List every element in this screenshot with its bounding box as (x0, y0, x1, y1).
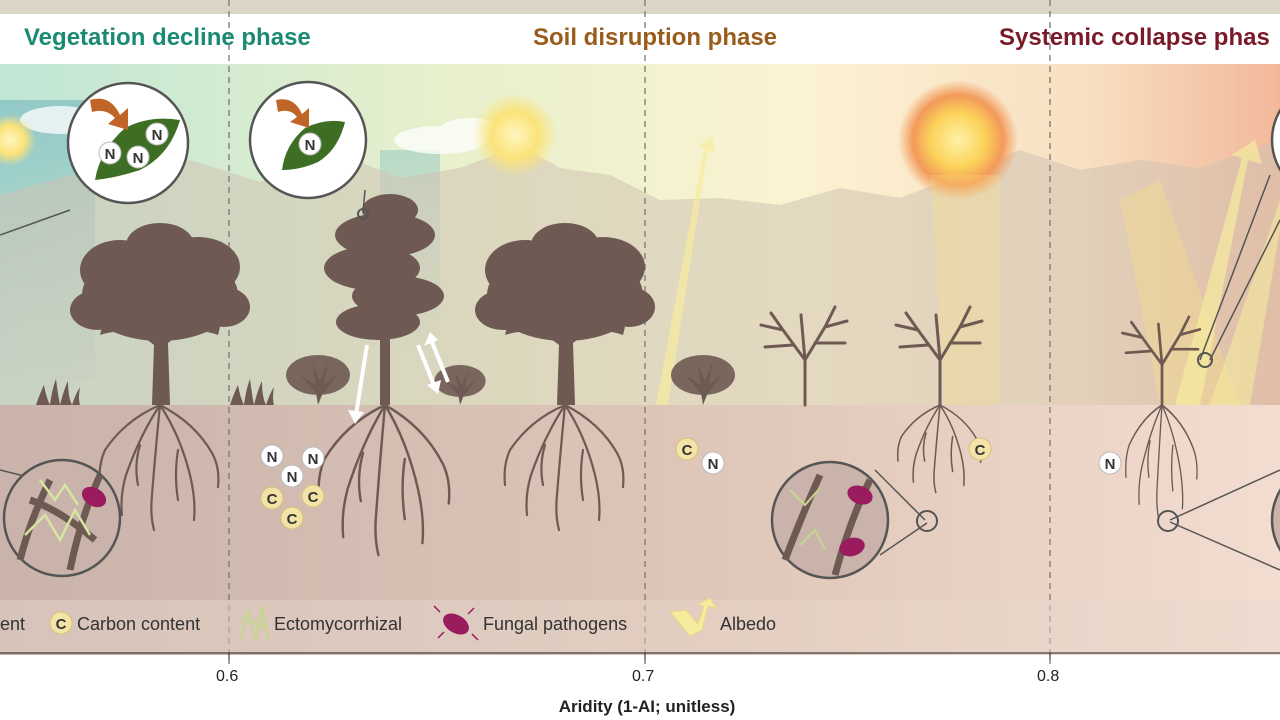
carbon-symbol: C (308, 489, 319, 506)
mycorrhizal-icon (789, 487, 826, 551)
albedo-icon (669, 597, 718, 637)
soil-zoom-circle (0, 458, 122, 578)
legend: ent Carbon content Ectomycorrhizal Funga… (0, 606, 1280, 642)
nitrogen-symbol: N (305, 137, 316, 154)
legend-pathogens-label: Fungal pathogens (483, 614, 628, 634)
phase-divider (228, 0, 1051, 664)
nitrogen-badge: N (126, 145, 150, 169)
nitrogen-badge: N (280, 464, 304, 488)
tick-label: 0.7 (632, 668, 655, 685)
water-flux-arrow (348, 332, 450, 424)
legend-carbon-label: Carbon content (77, 614, 201, 634)
nitrogen-symbol: N (152, 127, 163, 144)
nitrogen-symbol: N (133, 150, 144, 167)
nitrogen-symbol: N (105, 146, 116, 163)
nitrogen-symbol: N (287, 469, 298, 486)
arrow-icon (276, 99, 309, 128)
carbon-badge: C (675, 437, 699, 461)
albedo-arrow (656, 136, 1280, 405)
pathogen-icon (847, 485, 873, 505)
nitrogen-badge: N (98, 141, 122, 165)
pathogen-icon (81, 486, 107, 508)
zoom-circle-partial (1197, 108, 1280, 368)
carbon-symbol: C (975, 442, 986, 459)
nitrogen-symbol: N (308, 451, 319, 468)
soil-zoom-circle-partial (1157, 469, 1280, 571)
carbon-symbol: C (682, 442, 693, 459)
ectomycorrhizal-icon (238, 605, 270, 641)
nitrogen-symbol: N (267, 449, 278, 466)
sun-icon (473, 93, 557, 177)
nitrogen-symbol: N (1105, 456, 1116, 473)
carbon-symbol: C (287, 511, 298, 528)
phase-title-soil: Soil disruption phase (533, 24, 778, 51)
tick-label: 0.8 (1037, 668, 1060, 685)
carbon-symbol: C (267, 491, 278, 508)
carbon-badge: C (301, 484, 325, 508)
nitrogen-badge: N (145, 122, 169, 146)
pathogen-icon (839, 537, 865, 557)
nitrogen-badge: N (701, 451, 725, 475)
phase-title-vegetation: Vegetation decline phase (24, 24, 311, 51)
soil-zoom-circle (770, 460, 938, 580)
tall-tree-icon (324, 194, 444, 405)
tick-label: 0.6 (216, 668, 239, 685)
nitrogen-badge: N (1098, 451, 1122, 475)
nitrogen-symbol: N (708, 456, 719, 473)
x-axis-title: Aridity (1-AI; unitless) (558, 697, 736, 716)
nitrogen-badge: N (298, 132, 322, 156)
carbon-badge: C (968, 437, 992, 461)
legend-albedo-label: Albedo (720, 614, 777, 634)
svg-text:C: C (56, 616, 67, 633)
nitrogen-badge: N (260, 444, 284, 468)
sun-icon (0, 114, 36, 166)
legend-nitrogen-label: ent (0, 614, 26, 634)
arrow-icon (90, 98, 128, 130)
phase-title-collapse: Systemic collapse phas (999, 24, 1270, 51)
pathogen-legend-icon (433, 605, 479, 641)
carbon-badge: C (260, 486, 284, 510)
legend-ectomycorrhizal-label: Ectomycorrhizal (274, 614, 403, 634)
carbon-badge: C (280, 506, 304, 530)
nitrogen-badge: N (301, 446, 325, 470)
mycorrhizal-icon (24, 479, 92, 543)
tick-mark (228, 653, 1051, 660)
sun-icon (898, 80, 1018, 200)
carbon-legend-icon: C (49, 611, 73, 635)
